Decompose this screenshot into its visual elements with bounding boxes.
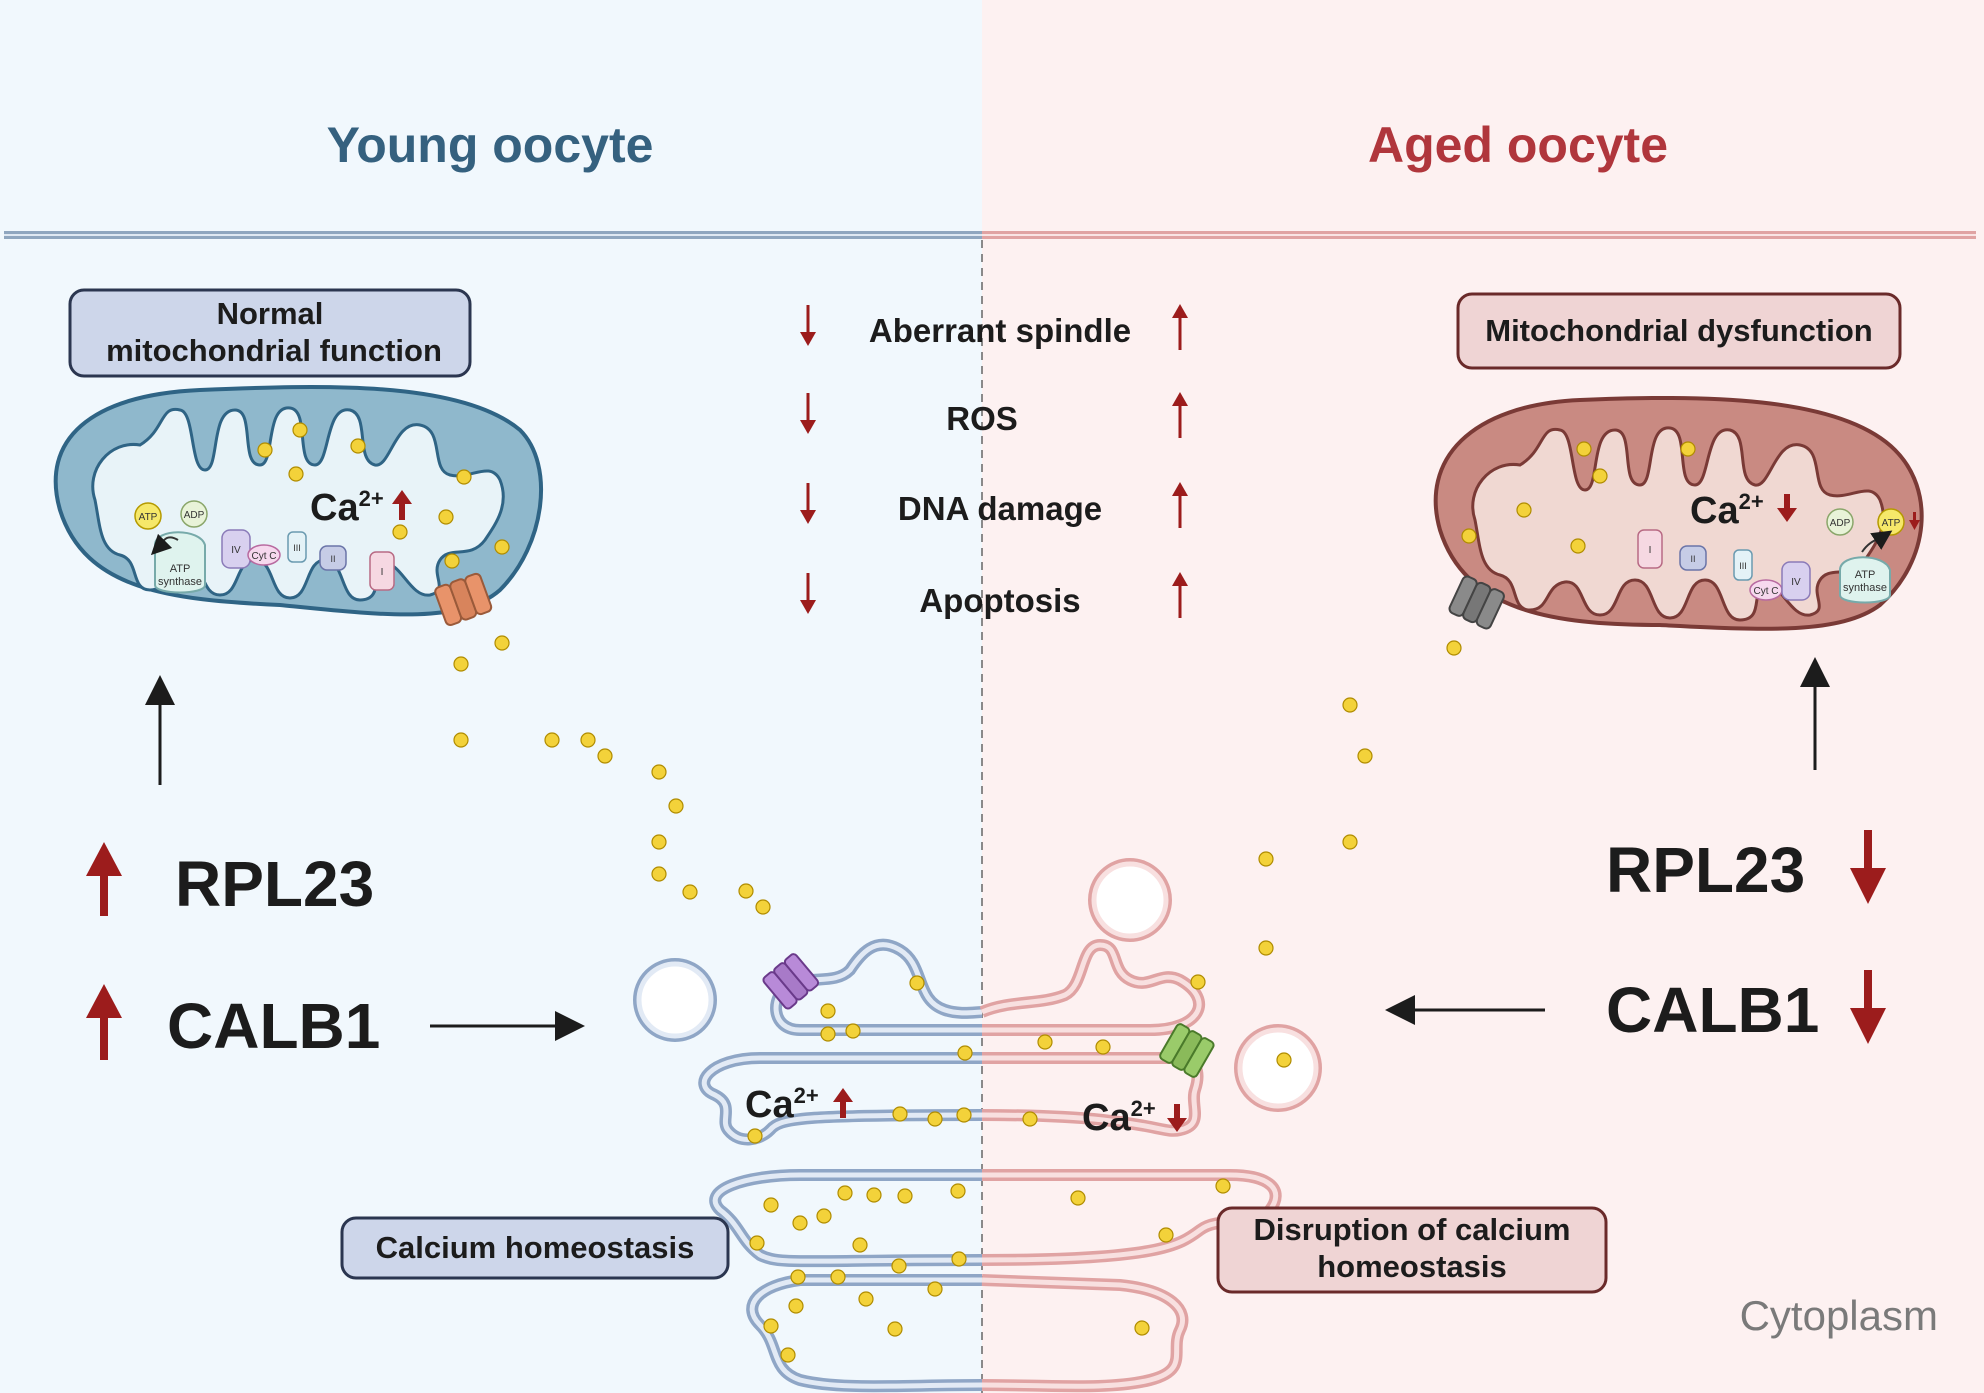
aged-mito-ca: Ca2+ (1690, 489, 1764, 532)
calcium-homeostasis-label-box (340, 1216, 730, 1280)
phenotype-row: DNA damage (800, 482, 1188, 528)
aged-complex-ii (1679, 545, 1707, 571)
calcium-homeostasis-label: Calcium homeostasis (376, 1230, 695, 1265)
aged-adp-label: ADP (1830, 518, 1851, 529)
aged-complex-ii-label: II (1690, 554, 1695, 564)
phenotype-label: DNA damage (898, 490, 1102, 527)
aged-background (982, 0, 1984, 1393)
young-er-ca: Ca2+ (745, 1083, 819, 1126)
aged-complex-i (1637, 529, 1663, 569)
aged-adp (1826, 508, 1854, 536)
aged-atp-down-arrow (1909, 512, 1920, 530)
aged-atp-label: ATP (1882, 518, 1901, 529)
aged-calb1-down-arrow (1850, 970, 1886, 1044)
phenotype-row: Aberrant spindle (800, 304, 1188, 350)
phenotype-list: Aberrant spindle ROS DNA damage Apoptosi… (800, 304, 1188, 619)
normal-mito-label-box (68, 288, 472, 378)
aged-complex-iii-label: III (1739, 561, 1747, 571)
young-mito-ca-up-arrow (392, 490, 412, 520)
young-rpl23-label: RPL23 (175, 848, 374, 920)
aged-calb1-label: CALB1 (1606, 974, 1819, 1046)
young-rpl23-up-arrow (86, 842, 122, 916)
aged-mitochondrion: I II III Cyt C IV ATP synthase ADP ATP C… (1433, 395, 1924, 631)
aged-cytoplasm-calcium-dots (1190, 640, 1462, 990)
young-er-channel (762, 953, 820, 1010)
aged-er (979, 858, 1322, 1393)
aged-complex-i-label: I (1649, 545, 1652, 556)
young-complex-ii (319, 545, 347, 571)
aged-title: Aged oocyte (1368, 117, 1668, 173)
aged-cytc-label: Cyt C (1754, 586, 1779, 597)
young-calb1-label: CALB1 (167, 990, 380, 1062)
young-atp (134, 502, 162, 530)
young-er-ca-up-arrow (833, 1088, 853, 1118)
young-er (633, 938, 983, 1393)
disruption-label-box (1216, 1206, 1608, 1294)
normal-mito-label-line1: Normal (217, 296, 324, 331)
aged-atp-synthase-label-2: synthase (1843, 582, 1887, 594)
phenotype-label: ROS (946, 400, 1018, 437)
phenotype-label: Aberrant spindle (869, 312, 1131, 349)
aged-er-ca: Ca2+ (1082, 1096, 1156, 1139)
young-mito-ca: Ca2+ (310, 486, 384, 529)
aged-mito-ca-down-arrow (1777, 494, 1797, 522)
cytoplasm-label: Cytoplasm (1740, 1292, 1938, 1339)
young-complex-i-label: I (381, 567, 384, 578)
young-complex-iv (221, 529, 251, 569)
young-atp-label: ATP (139, 512, 158, 523)
young-adp-label: ADP (184, 510, 205, 521)
aged-rpl23-label: RPL23 (1606, 834, 1805, 906)
young-mito-channel (434, 572, 493, 627)
young-complex-i (369, 551, 395, 591)
young-complex-iv-label: IV (231, 545, 241, 556)
young-complex-iii (287, 531, 307, 563)
mito-dysfunction-label-box (1456, 292, 1902, 370)
er-calcium-dots (747, 975, 1292, 1363)
young-atp-synthase-label-2: synthase (158, 576, 202, 588)
aged-rpl23-down-arrow (1850, 830, 1886, 904)
young-calb1-up-arrow (86, 984, 122, 1060)
young-adp (180, 500, 208, 528)
mito-dysfunction-label: Mitochondrial dysfunction (1485, 313, 1873, 348)
young-cytc-label: Cyt C (252, 551, 277, 562)
phenotype-row: Apoptosis (800, 572, 1188, 619)
young-cytoplasm-calcium-dots (453, 635, 771, 915)
young-title: Young oocyte (327, 117, 654, 173)
aged-complex-iv-label: IV (1791, 577, 1801, 588)
aged-atp-synthase (1839, 556, 1891, 604)
young-background (0, 0, 982, 1393)
young-complex-ii-label: II (330, 554, 335, 564)
aged-mito-channel (1448, 575, 1505, 630)
aged-complex-iii (1733, 549, 1753, 581)
aged-atp-synthase-label: ATP (1855, 569, 1876, 581)
young-mitochondrion: ATP synthase ATP ADP IV Cyt C III II I C… (53, 384, 543, 627)
young-cytc (247, 544, 281, 566)
phenotype-label: Apoptosis (919, 582, 1080, 619)
disruption-label-line2: homeostasis (1317, 1249, 1507, 1284)
phenotype-row: ROS (800, 392, 1188, 438)
aged-er-channel (1159, 1023, 1215, 1078)
normal-mito-label-line2: mitochondrial function (106, 333, 442, 368)
aged-complex-iv (1781, 561, 1811, 601)
young-atp-synthase-label: ATP (170, 563, 191, 575)
aged-er-ca-down-arrow (1167, 1104, 1187, 1132)
young-complex-iii-label: III (293, 543, 301, 553)
disruption-label-line1: Disruption of calcium (1254, 1212, 1571, 1247)
